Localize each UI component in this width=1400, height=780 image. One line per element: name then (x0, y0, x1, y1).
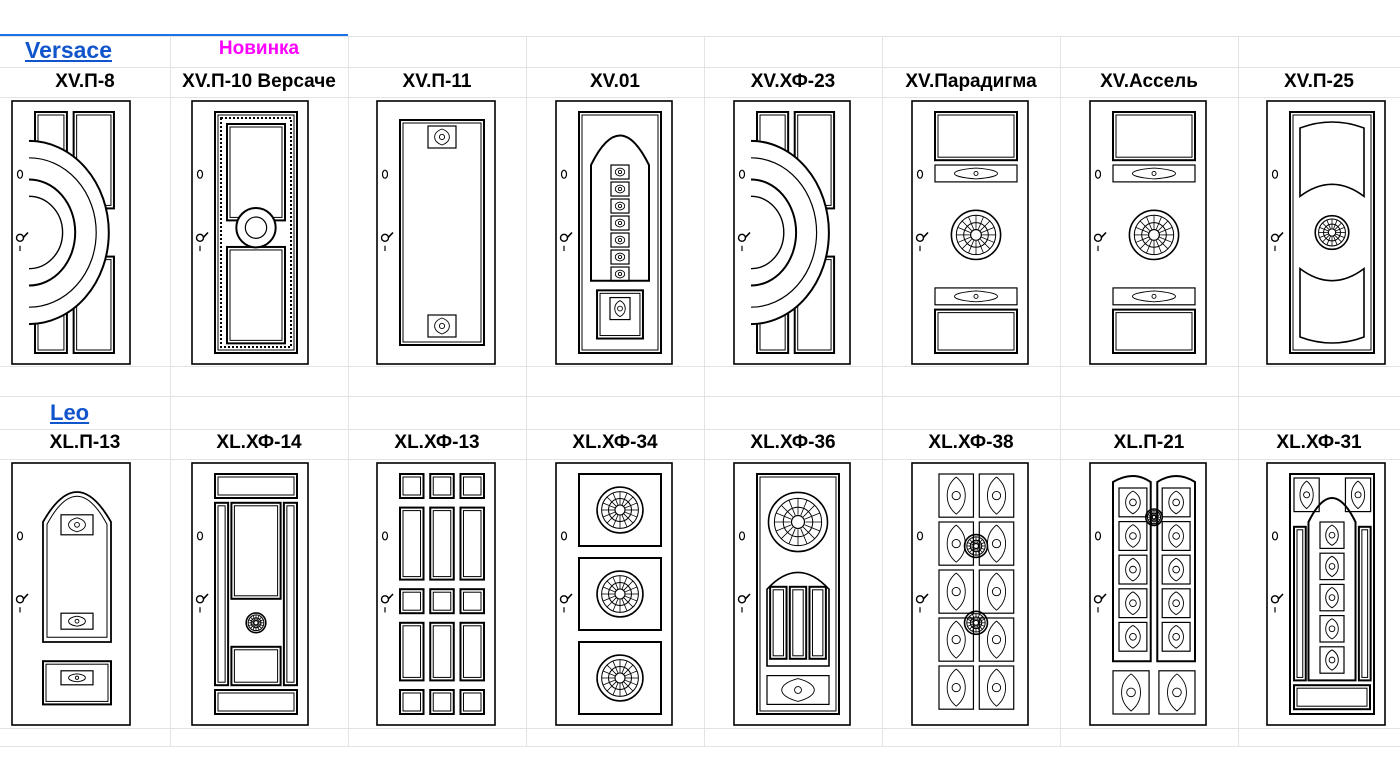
door-drawing (376, 462, 496, 726)
new-badge: Новинка (218, 38, 300, 59)
door-drawing (11, 100, 131, 365)
selection-highlight (0, 34, 348, 36)
door-model-label: XL.ХФ-34 (572, 432, 658, 453)
door-drawing (733, 100, 851, 365)
grid-row-line (0, 396, 1400, 397)
grid-column-line (526, 36, 527, 746)
door-drawing (1266, 462, 1386, 726)
door-model-label: XV.ХФ-23 (750, 71, 836, 92)
door-model-label: XL.ХФ-38 (928, 432, 1014, 453)
door-drawing (376, 100, 496, 365)
door-drawing (1089, 100, 1207, 365)
grid-column-line (1238, 36, 1239, 746)
grid-column-line (1060, 36, 1061, 746)
door-drawing (555, 462, 673, 726)
grid-column-line (704, 36, 705, 746)
grid-row-line (0, 97, 1400, 98)
door-drawing (1266, 100, 1386, 365)
door-model-label: XV.П-25 (1284, 71, 1354, 92)
door-drawing (191, 100, 309, 365)
door-model-label: XV.П-11 (402, 71, 472, 92)
door-model-label: XL.ХФ-13 (394, 432, 480, 453)
door-model-label: XV.П-8 (55, 71, 115, 92)
grid-row-line (0, 459, 1400, 460)
grid-column-line (170, 36, 171, 746)
grid-column-line (348, 36, 349, 746)
door-drawing (1089, 462, 1207, 726)
section-link-versace[interactable]: Versace (25, 37, 112, 63)
door-model-label: XV.01 (589, 71, 640, 92)
door-drawing (11, 462, 131, 726)
door-model-label: XL.П-21 (1113, 432, 1185, 453)
door-drawing (555, 100, 673, 365)
door-model-label: XV.Парадигма (905, 71, 1037, 92)
door-drawing (911, 462, 1029, 726)
grid-column-line (882, 36, 883, 746)
door-model-label: XV.П-10 Версаче (182, 71, 336, 92)
grid-row-line (0, 746, 1400, 747)
door-model-label: XL.П-13 (49, 432, 121, 453)
door-drawing (191, 462, 309, 726)
door-model-label: XL.ХФ-36 (750, 432, 836, 453)
door-drawing (733, 462, 851, 726)
door-model-label: XL.ХФ-31 (1276, 432, 1362, 453)
grid-row-line (0, 429, 1400, 430)
door-model-label: XV.Ассель (1100, 71, 1198, 92)
section-link-leo[interactable]: Leo (50, 400, 90, 425)
grid-row-line (0, 728, 1400, 729)
grid-row-line (0, 67, 1400, 68)
door-model-label: XL.ХФ-14 (216, 432, 302, 453)
grid-row-line (0, 36, 1400, 37)
grid-row-line (0, 366, 1400, 367)
door-drawing (911, 100, 1029, 365)
